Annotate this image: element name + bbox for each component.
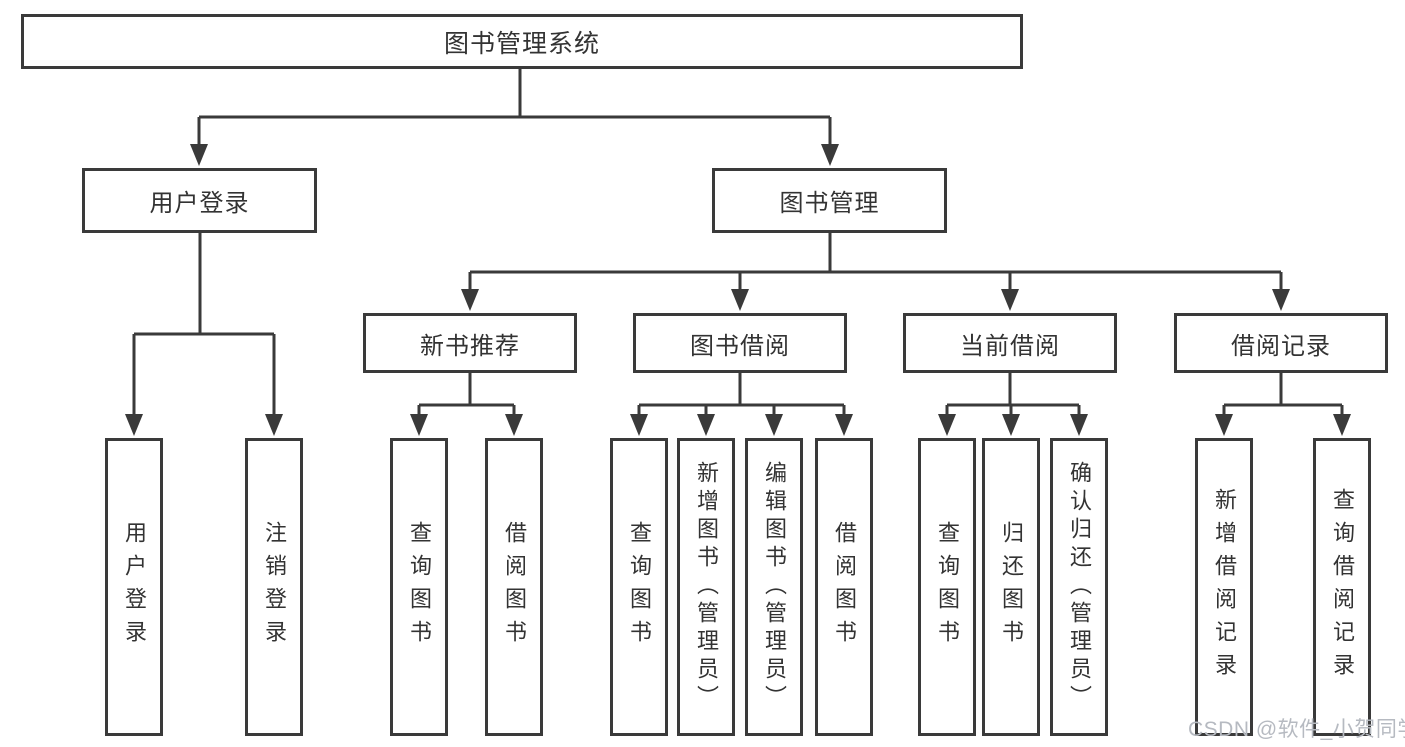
leaf-label: 新增图书（管理员） (694, 461, 719, 713)
leaf-label: 归还图书 (999, 521, 1024, 653)
arrowhead-icon (1215, 414, 1233, 436)
connector-line (945, 373, 1081, 417)
arrowhead-icon (410, 414, 428, 436)
leaf-label: 查询图书 (935, 521, 960, 653)
leaf-label: 借阅图书 (502, 521, 527, 653)
leaf-query-books-current: 查询图书 (918, 438, 976, 736)
leaf-query-books-borrowing: 查询图书 (610, 438, 668, 736)
node-book-borrowing: 图书借阅 (633, 313, 847, 373)
arrowhead-icon (835, 414, 853, 436)
arrowhead-icon (697, 414, 715, 436)
leaf-borrow-books-recommend: 借阅图书 (485, 438, 543, 736)
leaf-confirm-return-admin: 确认归还（管理员） (1050, 438, 1108, 736)
connector-line (637, 373, 846, 417)
arrowhead-icon (765, 414, 783, 436)
node-new-book-recommendation: 新书推荐 (363, 313, 577, 373)
leaf-borrow-books-borrowing: 借阅图书 (815, 438, 873, 736)
leaf-query-borrow-record: 查询借阅记录 (1313, 438, 1371, 736)
node-borrowing-records: 借阅记录 (1174, 313, 1388, 373)
node-label: 图书管理 (779, 190, 880, 217)
leaf-label: 查询图书 (407, 521, 432, 653)
leaf-label: 确认归还（管理员） (1067, 461, 1092, 713)
arrowhead-icon (461, 289, 479, 311)
node-label: 图书管理系统 (443, 29, 600, 58)
node-label: 新书推荐 (420, 332, 520, 360)
leaf-label: 用户登录 (122, 521, 147, 653)
node-label: 借阅记录 (1231, 332, 1331, 360)
node-library-management-system: 图书管理系统 (21, 14, 1023, 69)
arrowhead-icon (1002, 414, 1020, 436)
arrowhead-icon (265, 414, 283, 436)
leaf-user-login: 用户登录 (105, 438, 163, 736)
connector-line (417, 373, 516, 417)
node-user-login: 用户登录 (82, 168, 317, 233)
arrowhead-icon (1070, 414, 1088, 436)
leaf-logout: 注销登录 (245, 438, 303, 736)
leaf-return-books: 归还图书 (982, 438, 1040, 736)
connector-line (468, 233, 1283, 291)
watermark: CSDN @软件_小贺同学 (1188, 718, 1405, 741)
arrowhead-icon (190, 144, 208, 166)
node-label: 图书借阅 (690, 332, 790, 360)
connector-line (132, 233, 276, 416)
leaf-label: 借阅图书 (832, 521, 857, 653)
arrowhead-icon (630, 414, 648, 436)
connector-line (1222, 373, 1344, 417)
leaf-label: 注销登录 (262, 521, 287, 653)
arrowhead-icon (505, 414, 523, 436)
arrowhead-icon (1001, 289, 1019, 311)
leaf-label: 查询借阅记录 (1330, 488, 1355, 686)
leaf-query-books-recommend: 查询图书 (390, 438, 448, 736)
leaf-edit-books-admin: 编辑图书（管理员） (745, 438, 803, 736)
arrowhead-icon (821, 144, 839, 166)
connector-line (197, 68, 832, 146)
arrowhead-icon (938, 414, 956, 436)
leaf-label: 新增借阅记录 (1212, 488, 1237, 686)
arrowhead-icon (1272, 289, 1290, 311)
node-label: 用户登录 (149, 190, 250, 217)
arrowhead-icon (731, 289, 749, 311)
leaf-add-borrow-record: 新增借阅记录 (1195, 438, 1253, 736)
node-current-borrowing: 当前借阅 (903, 313, 1117, 373)
leaf-label: 查询图书 (627, 521, 652, 653)
leaf-label: 编辑图书（管理员） (762, 461, 787, 713)
node-book-management: 图书管理 (712, 168, 947, 233)
node-label: 当前借阅 (960, 332, 1060, 360)
arrowhead-icon (1333, 414, 1351, 436)
arrowhead-icon (125, 414, 143, 436)
leaf-add-books-admin: 新增图书（管理员） (677, 438, 735, 736)
